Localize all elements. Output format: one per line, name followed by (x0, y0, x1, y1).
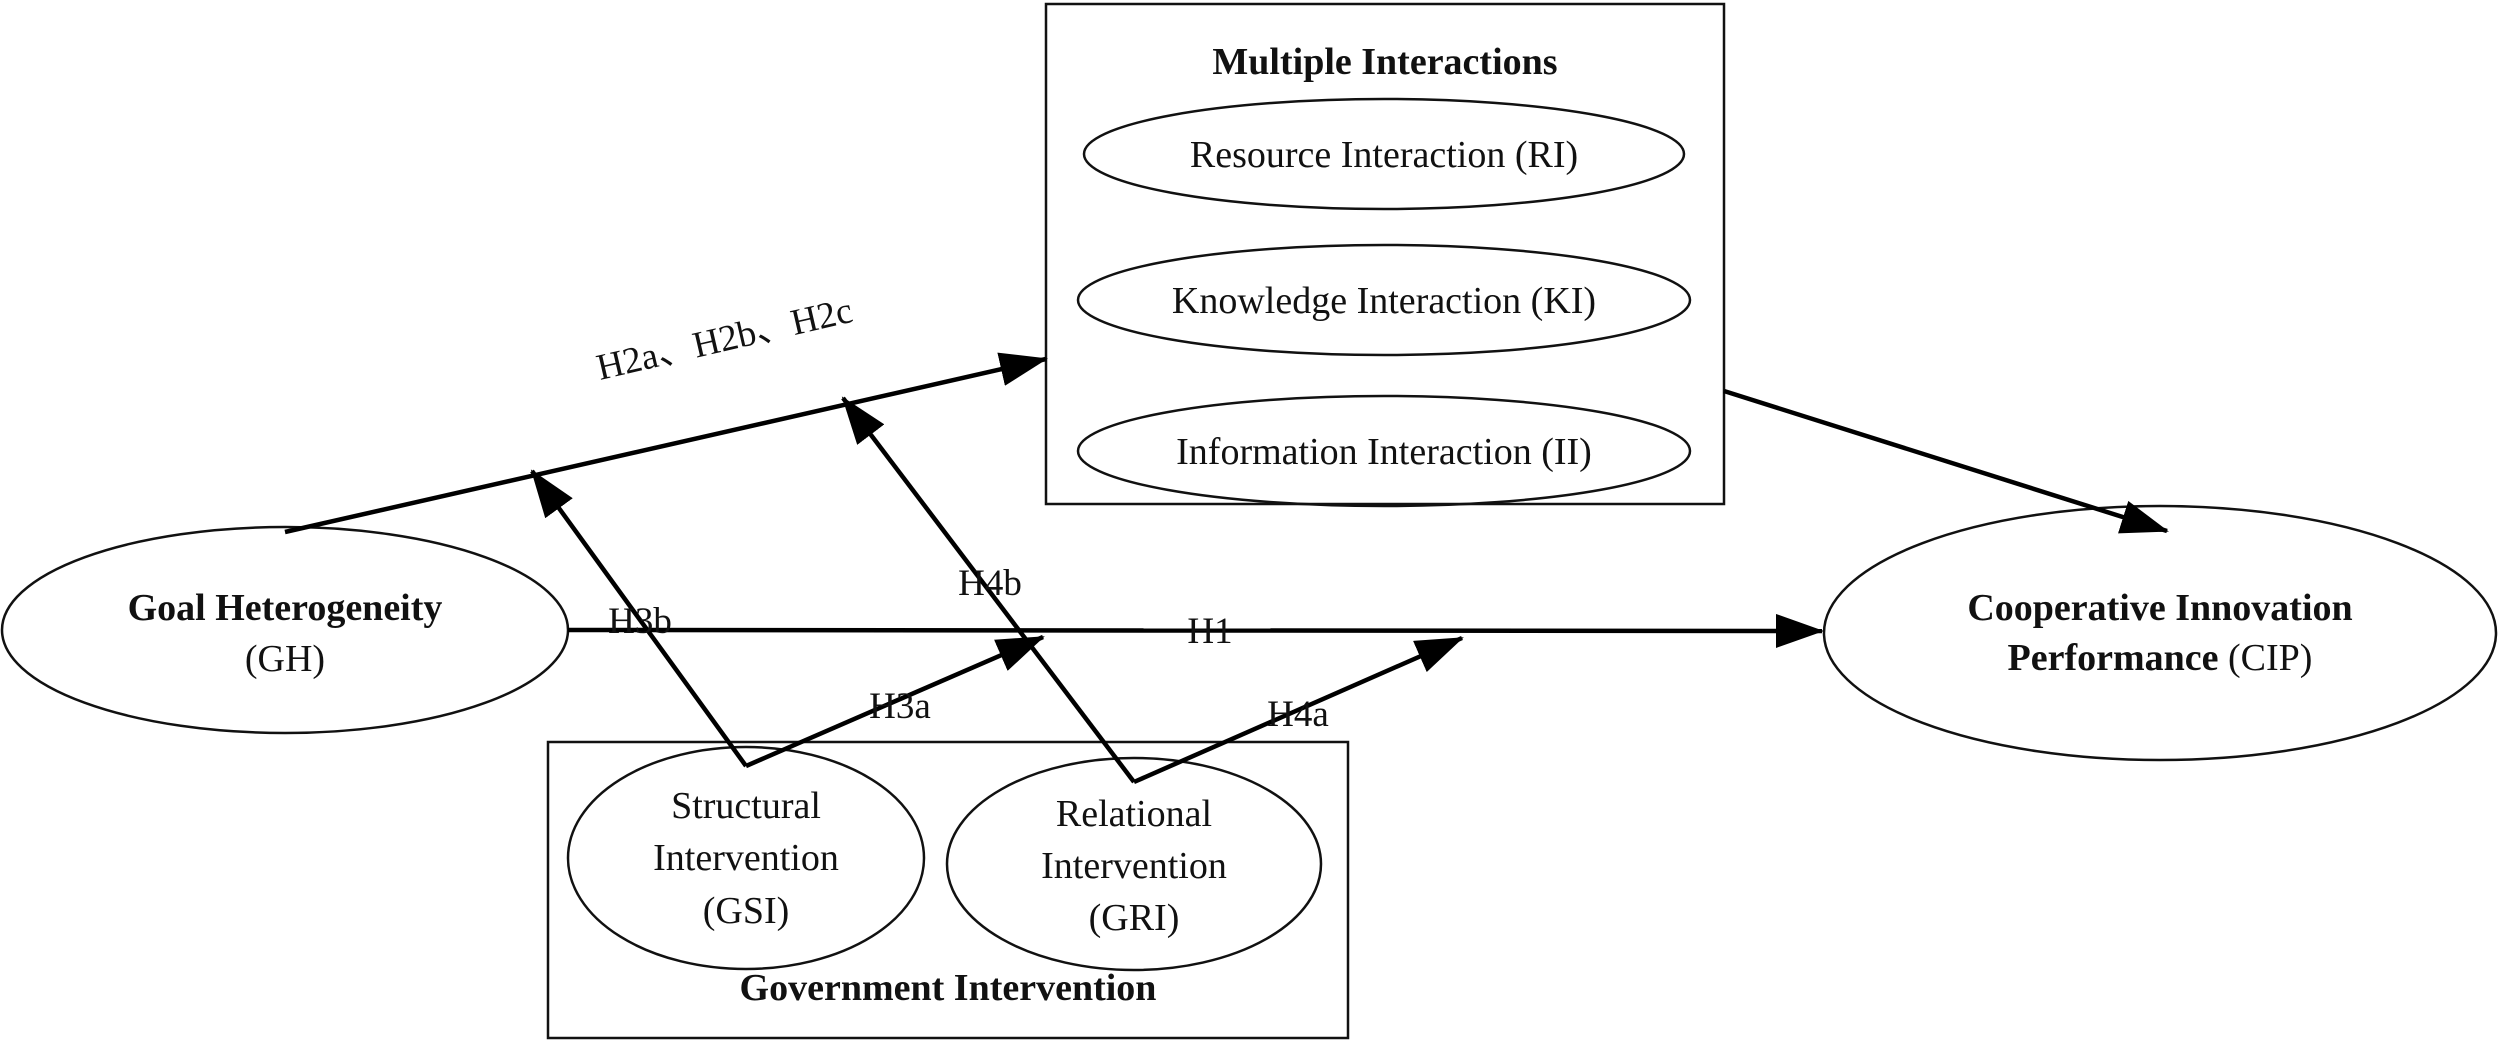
cooperative-innovation-performance-node (1822, 504, 2498, 762)
government-intervention-box (546, 740, 1350, 1040)
multiple-interactions-box (1044, 2, 1726, 506)
h2-arrow (284, 352, 1048, 535)
h3a-arrow (745, 634, 1045, 769)
h1-arrow (567, 613, 1824, 648)
relational-intervention-line1: Relational (1056, 793, 1212, 835)
government-intervention-title: Government Intervention (740, 967, 1157, 1009)
knowledge-interaction-node (1076, 243, 1692, 357)
cip-abbr: (CIP) (2219, 637, 2313, 679)
relational-intervention-line2: Intervention (1041, 845, 1227, 887)
goal-heterogeneity-abbr: (GH) (245, 638, 325, 680)
multiple-interactions-title: Multiple Interactions (1212, 41, 1557, 83)
h4b-arrow (841, 396, 1136, 784)
interactions-to-cip-arrow (1723, 388, 2169, 534)
h4a-label: H4a (1267, 694, 1329, 735)
cooperative-innovation-label-line1: Cooperative Innovation (1967, 587, 2352, 629)
performance-word: Performance (2008, 637, 2219, 679)
h4b-label: H4b (958, 563, 1022, 604)
resource-interaction-node (1082, 97, 1686, 211)
information-interaction-node (1076, 394, 1692, 508)
h4a-arrow (1133, 635, 1464, 785)
h3b-arrow (530, 469, 748, 768)
structural-intervention-line2: Intervention (653, 837, 839, 879)
h1-label: H1 (1187, 611, 1232, 652)
h3b-label: H3b (608, 601, 672, 642)
goal-heterogeneity-label: Goal Heterogeneity (128, 587, 443, 629)
information-interaction-label: Information Interaction (II) (1176, 431, 1592, 473)
goal-heterogeneity-node (0, 525, 570, 735)
structural-intervention-line1: Structural (671, 785, 821, 827)
h3a-label: H3a (869, 686, 931, 727)
structural-intervention-node (566, 745, 926, 971)
resource-interaction-label: Resource Interaction (RI) (1190, 134, 1578, 176)
structural-intervention-line3: (GSI) (703, 890, 790, 932)
knowledge-interaction-label: Knowledge Interaction (KI) (1172, 280, 1596, 322)
relational-intervention-node (945, 756, 1323, 972)
cooperative-innovation-label-line2: Performance (CIP) (2008, 637, 2313, 679)
h2-label: H2a、H2b、H2c (593, 290, 857, 389)
relational-intervention-line3: (GRI) (1089, 897, 1180, 939)
